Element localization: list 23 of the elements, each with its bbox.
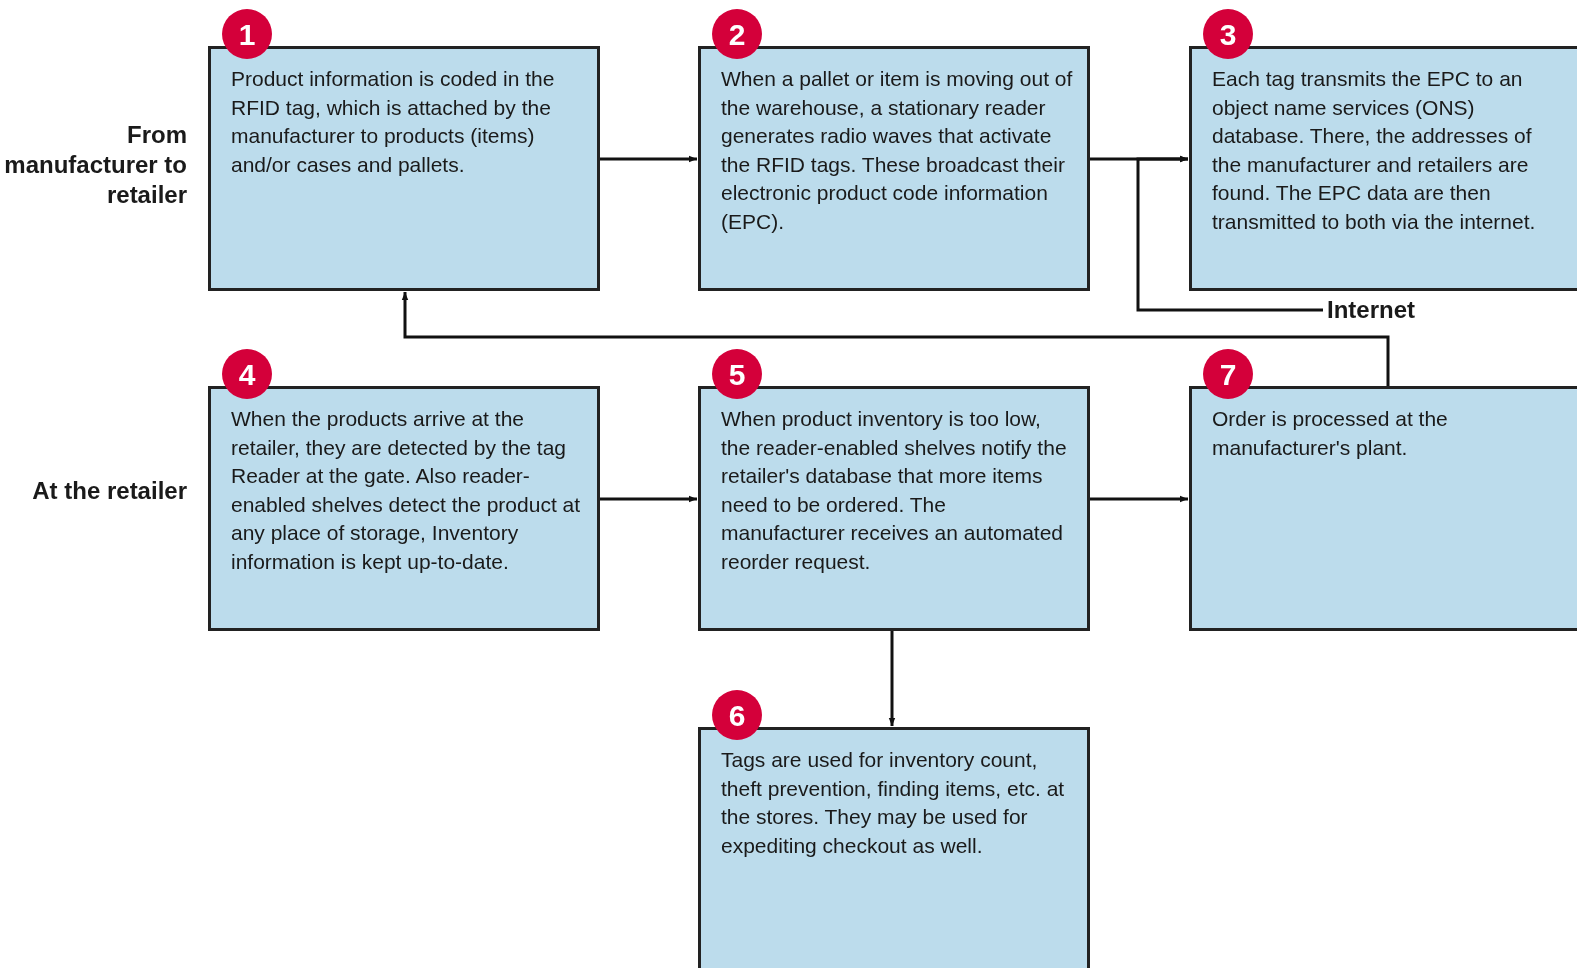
step-number-badge: 6 xyxy=(712,690,762,740)
network-label: Internet xyxy=(1327,294,1415,326)
step-description: Tags are used for inventory count, theft prevention, finding items, etc. at the stores. They may be used for expediting checkout as well. xyxy=(721,747,1066,859)
arrow xyxy=(600,495,697,503)
arrow xyxy=(401,292,1390,386)
step-number-badge: 2 xyxy=(712,9,762,59)
step-number-badge: 1 xyxy=(222,9,272,59)
step-description: Each tag transmits the EPC to an object name services (ONS) database. There, the addresses of the manufacturer and retailers are found. The EPC data are then transmitted to both via the internet. xyxy=(1212,66,1537,235)
arrow xyxy=(1136,155,1323,312)
step-description: Product information is coded in the RFID tag, which is attached by the manufacturer to products (items) and/or cases and pallets. xyxy=(231,66,556,178)
step-description: When product inventory is too low, the reader-enabled shelves notify the retailer's database that more items need to be ordered. The manufacturer receives an automated reorder request. xyxy=(721,406,1068,575)
step-number-badge: 7 xyxy=(1203,349,1253,399)
arrow xyxy=(888,631,896,726)
step-number-badge: 3 xyxy=(1203,9,1253,59)
step-description: Order is processed at the manufacturer's plant. xyxy=(1212,406,1449,461)
row-label: From manufacturer to retailer xyxy=(3,120,187,210)
row-label: At the retailer xyxy=(31,476,187,506)
step-description: When a pallet or item is moving out of the warehouse, a stationary reader generates radio waves that activate the RFID tags. These broadcast their electronic product code information (EPC). xyxy=(721,66,1074,235)
step-number-badge: 5 xyxy=(712,349,762,399)
arrow xyxy=(1090,495,1188,503)
arrow xyxy=(600,155,697,163)
step-description: When the products arrive at the retailer, they are detected by the tag Reader at the gate. Also reader-enabled shelves detect the product at any place of storage, Inventory information is kept up-to-date. xyxy=(231,406,582,575)
step-number-badge: 4 xyxy=(222,349,272,399)
